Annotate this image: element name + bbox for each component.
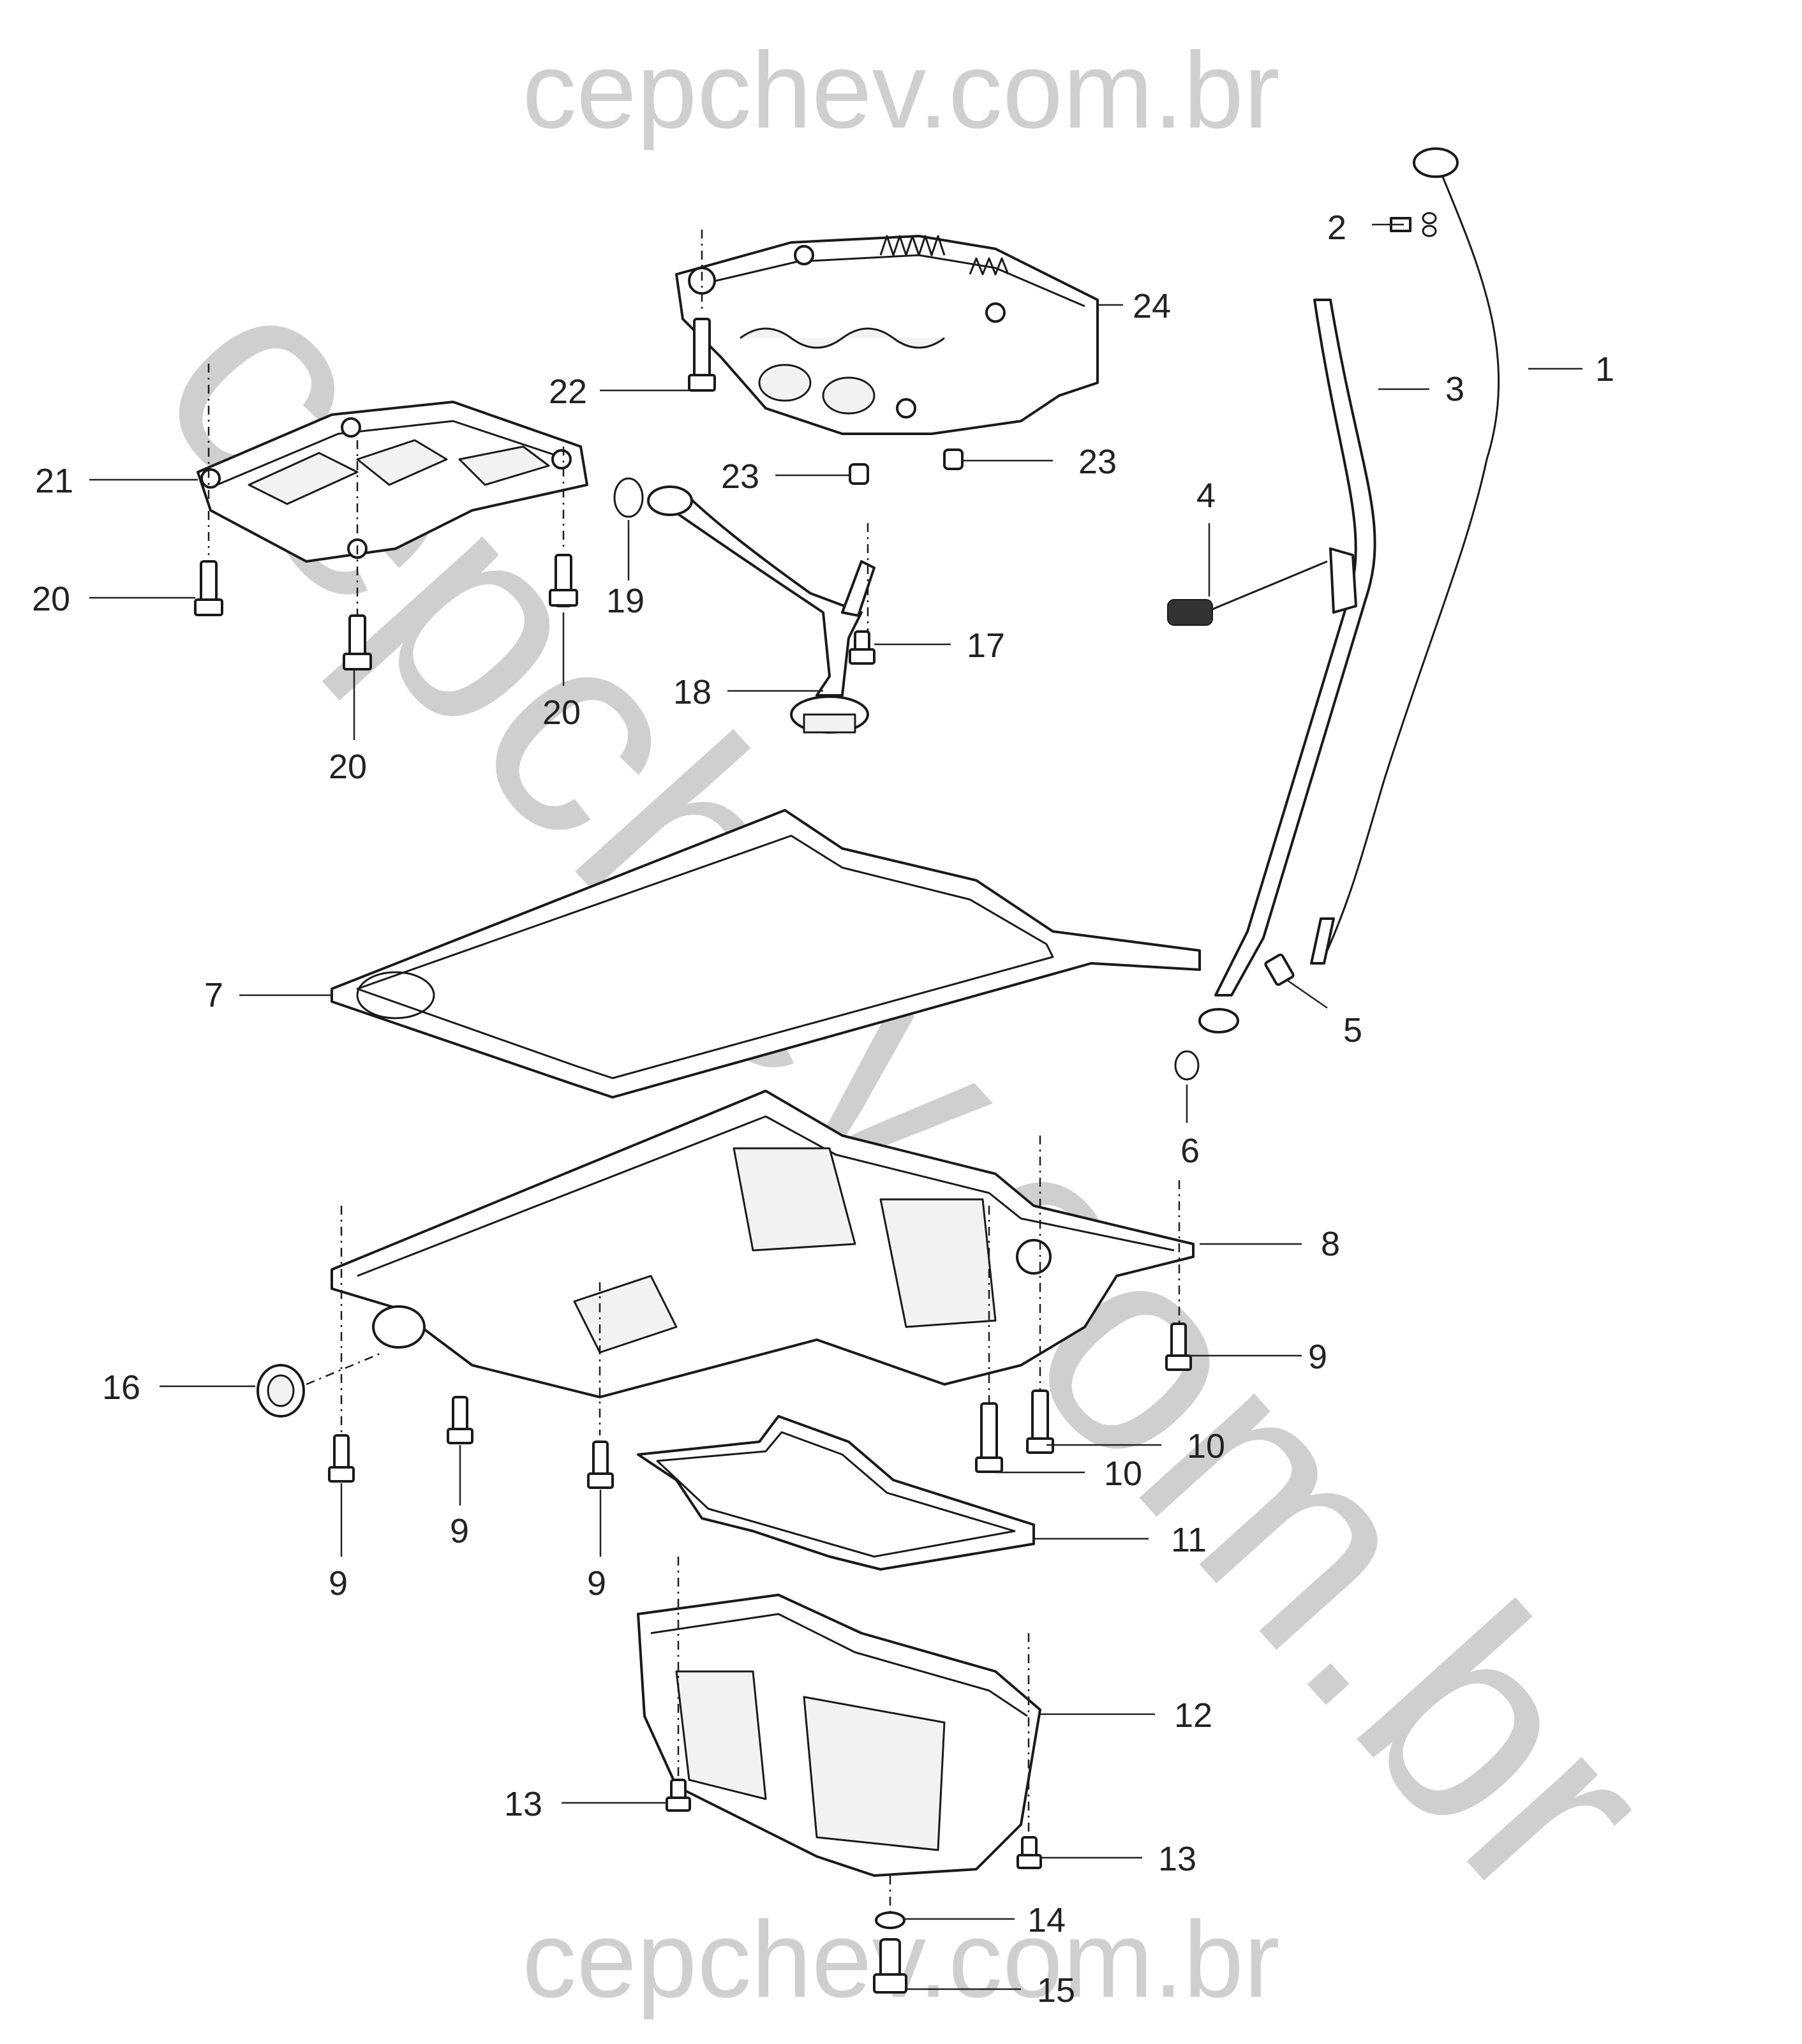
bolt-9a — [328, 1434, 355, 1483]
watermark-top: cepchev.com.br — [522, 30, 1279, 151]
callout-24: 24 — [1133, 287, 1171, 325]
rear-seal-16 — [257, 1364, 305, 1418]
bolt-13b — [1016, 1836, 1042, 1869]
bolt-20c — [549, 554, 578, 607]
callout-12: 12 — [1174, 1696, 1212, 1735]
callout-23-left: 23 — [721, 457, 759, 496]
callout-10-upper: 10 — [1187, 1427, 1225, 1465]
callout-6: 6 — [1180, 1132, 1200, 1170]
bolt-22 — [688, 318, 716, 392]
callout-16: 16 — [102, 1368, 140, 1407]
callout-19: 19 — [606, 582, 644, 620]
bolt-5 — [1264, 953, 1295, 986]
lower-oil-pan — [637, 1594, 1041, 1877]
callout-21: 21 — [35, 462, 73, 500]
bolt-13a — [666, 1779, 691, 1812]
o-ring-19 — [613, 477, 644, 518]
callout-5: 5 — [1343, 1011, 1362, 1049]
callout-4: 4 — [1196, 477, 1216, 515]
callout-14: 14 — [1027, 1901, 1066, 1939]
drain-plug-15 — [873, 1938, 907, 1994]
bolt-20b — [343, 614, 372, 670]
axis-line — [306, 1351, 383, 1386]
callout-23-right: 23 — [1078, 443, 1117, 481]
callout-1: 1 — [1595, 350, 1614, 389]
callout-9-mid: 9 — [450, 1512, 469, 1550]
callout-15: 15 — [1037, 1971, 1075, 2010]
balance-shaft-assembly — [675, 235, 1099, 435]
dipstick — [1310, 147, 1500, 965]
callout-9-left: 9 — [329, 1564, 348, 1603]
bolt-9c — [587, 1440, 614, 1489]
callout-22: 22 — [549, 373, 587, 411]
drain-washer-14 — [875, 1911, 905, 1929]
callout-9-center: 9 — [587, 1564, 606, 1603]
bolt-9d — [1165, 1322, 1192, 1371]
leader-line — [1285, 978, 1328, 1009]
bolt-17 — [849, 630, 875, 665]
callout-10-lower: 10 — [1104, 1455, 1142, 1493]
dowel-pin-23a — [849, 463, 869, 485]
dowel-pin-23b — [943, 448, 964, 470]
bolt-10a — [975, 1402, 1003, 1473]
bolt-10b — [1026, 1389, 1054, 1454]
callout-20-left: 20 — [32, 580, 70, 618]
clip-4 — [1167, 560, 1328, 626]
callout-7: 7 — [204, 976, 223, 1014]
bolt-9b — [447, 1396, 473, 1444]
o-ring-6 — [1174, 1050, 1200, 1081]
callout-20-right: 20 — [542, 693, 581, 732]
callout-11: 11 — [1171, 1521, 1207, 1559]
callout-3: 3 — [1445, 370, 1464, 408]
callout-13-right: 13 — [1158, 1840, 1196, 1878]
callout-9-right: 9 — [1308, 1338, 1327, 1376]
callout-8: 8 — [1321, 1225, 1340, 1263]
oil-pan-gasket-lower — [637, 1415, 1035, 1571]
bolt-20a — [194, 560, 223, 616]
oil-pickup-tube — [647, 485, 875, 734]
callout-20-bottom: 20 — [329, 748, 367, 786]
oil-pan-gasket-upper — [331, 809, 1201, 1099]
windage-tray — [197, 401, 588, 563]
callout-18: 18 — [673, 673, 711, 711]
dipstick-tube — [1198, 299, 1376, 1033]
callout-13-left: 13 — [504, 1785, 542, 1823]
callout-17: 17 — [967, 626, 1005, 665]
callout-2: 2 — [1327, 209, 1346, 247]
